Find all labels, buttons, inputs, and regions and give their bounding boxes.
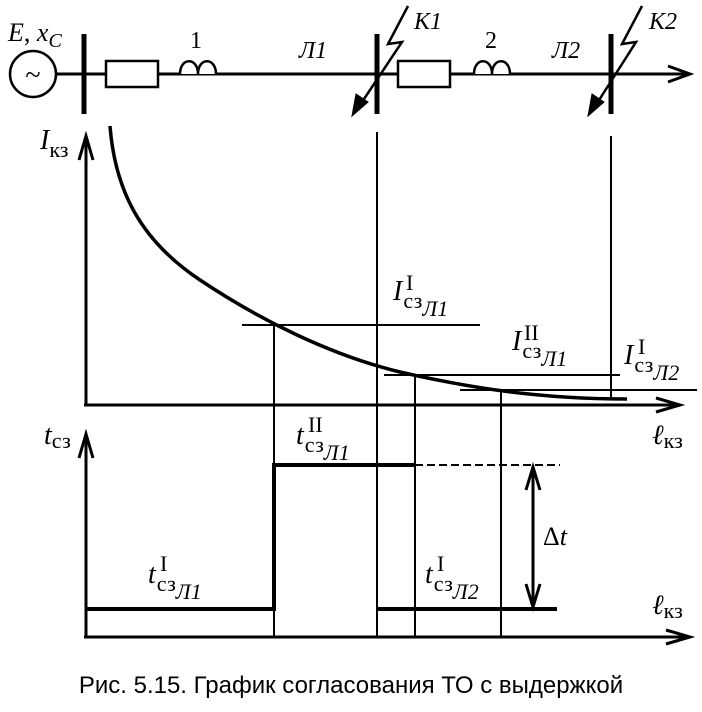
reactor-coil-1	[178, 60, 218, 75]
label-i-l1-stage2-sup: II	[524, 320, 539, 345]
main-line-arrowhead	[667, 64, 695, 84]
network-labels: E, xC ~ 1 2 Л1 Л2 К1 К2	[7, 9, 677, 91]
impedance-2	[396, 59, 452, 89]
time-axis-label: tсз	[44, 420, 71, 453]
delta-t-arrowhead-top	[524, 461, 542, 491]
label-i-l2-stage1: IсзЛ2	[623, 340, 679, 385]
fault-label-k2: К2	[648, 9, 677, 35]
time-graph-labels: tсз tсзЛ1 II tсзЛ1 I tсзЛ2 I Δt ℓкз	[44, 412, 683, 623]
label-i-l1-stage2: IсзЛ1	[511, 326, 567, 371]
figure-caption: Рис. 5.15. График согласования ТО с выде…	[78, 672, 624, 699]
line-label-1: Л1	[298, 38, 327, 64]
label-t-l1-stage1: tсзЛ1	[148, 559, 202, 604]
impedance-1	[104, 59, 160, 89]
generator-tilde: ~	[25, 60, 40, 91]
fault-k1-arrowhead	[351, 93, 369, 118]
coil-label-2: 2	[485, 28, 497, 54]
network-scheme	[8, 5, 695, 118]
line-label-2: Л2	[551, 38, 580, 64]
fault-label-k1: К1	[413, 9, 442, 35]
label-i-l1-stage1-sup: I	[406, 270, 413, 295]
source-label: E, xC	[7, 18, 62, 52]
current-graph-labels: Iкз IсзЛ1 I IсзЛ1 II IсзЛ2 I ℓкз	[39, 125, 683, 453]
fault-k2-arrowhead	[587, 93, 605, 118]
label-t-l1-stage2: tсзЛ1	[296, 420, 350, 465]
time-graph	[77, 428, 696, 646]
reactor-coil-2	[472, 60, 512, 75]
label-i-l2-stage1-sup: I	[638, 334, 645, 359]
distance-axis-label-upper: ℓкз	[652, 420, 683, 453]
label-t-l2-stage1-sup: I	[437, 551, 444, 576]
fault-k2-lightning-icon	[592, 5, 644, 109]
delta-t-label: Δt	[543, 522, 568, 551]
coil-label-1: 1	[190, 28, 202, 54]
fault-current-curve	[108, 125, 628, 401]
fault-k1-lightning-icon	[356, 5, 410, 109]
delta-t-arrowhead-bottom	[524, 583, 542, 613]
current-graph	[77, 125, 697, 637]
current-x-arrowhead	[655, 396, 686, 414]
label-t-l1-stage1-sup: I	[160, 551, 167, 576]
time-y-arrowhead	[77, 428, 95, 459]
current-y-arrowhead	[77, 130, 95, 161]
distance-axis-label-lower: ℓкз	[652, 590, 683, 623]
time-characteristic-l1	[86, 463, 415, 611]
label-i-l1-stage1: IсзЛ1	[392, 276, 448, 321]
label-t-l1-stage2-sup: II	[308, 412, 323, 437]
label-t-l2-stage1: tсзЛ2	[425, 559, 479, 604]
time-x-arrowhead	[665, 628, 696, 646]
current-axis-label: Iкз	[39, 125, 68, 162]
